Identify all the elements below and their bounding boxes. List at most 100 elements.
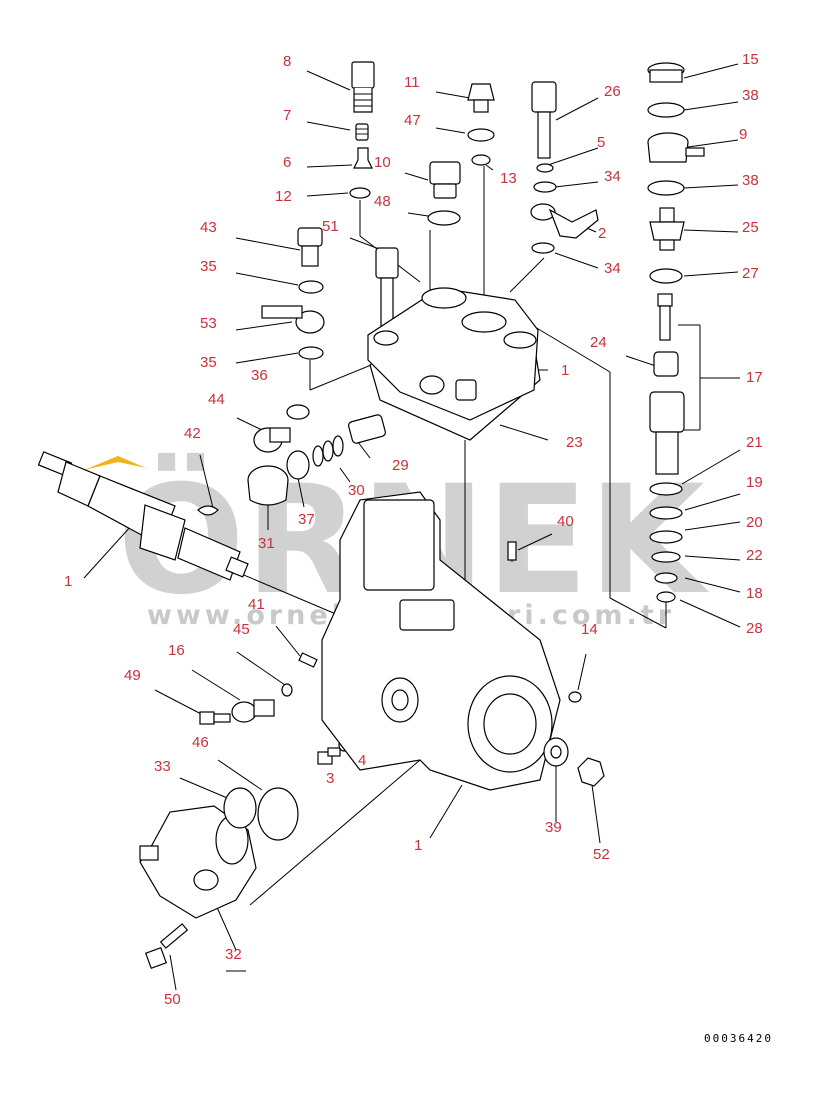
- part-28-washer-icon: [656, 591, 676, 603]
- part-45-o-ring-icon: [281, 683, 293, 697]
- callout-38a: 38: [742, 87, 759, 104]
- part-11-fitting-icon: [467, 83, 495, 113]
- callout-42: 42: [184, 425, 201, 442]
- callout-40: 40: [557, 513, 574, 530]
- part-5-o-ring-icon: [536, 163, 554, 173]
- callout-39: 39: [545, 819, 562, 836]
- part-drawings: [37, 61, 705, 970]
- callout-8: 8: [283, 53, 291, 70]
- callout-21: 21: [746, 434, 763, 451]
- part-9-banjo-icon: [647, 132, 705, 163]
- callout-53: 53: [200, 315, 217, 332]
- callout-31: 31: [258, 535, 275, 552]
- callout-16: 16: [168, 642, 185, 659]
- callout-20: 20: [746, 514, 763, 531]
- part-14-screw-icon: [568, 691, 582, 703]
- part-1-head-icon: [367, 287, 539, 421]
- callout-9: 9: [739, 126, 747, 143]
- part-13-washer-icon: [471, 154, 491, 166]
- part-47-o-ring-icon: [467, 128, 495, 142]
- part-16-plate-icon: [231, 699, 275, 723]
- callout-23: 23: [566, 434, 583, 451]
- part-31-cap-icon: [247, 465, 289, 506]
- part-15-cap-icon: [647, 62, 685, 83]
- callout-37: 37: [298, 511, 315, 528]
- callout-45: 45: [233, 621, 250, 638]
- callout-36: 36: [251, 367, 268, 384]
- part-35-washer-lower-icon: [298, 346, 324, 360]
- callout-18: 18: [746, 585, 763, 602]
- callout-35b: 35: [200, 354, 217, 371]
- part-39-seal-icon: [543, 737, 569, 767]
- callout-1b: 1: [64, 573, 72, 590]
- callout-2: 2: [598, 225, 606, 242]
- callout-35a: 35: [200, 258, 217, 275]
- part-12-gasket-icon: [349, 187, 371, 199]
- callout-11: 11: [404, 74, 420, 91]
- callout-1c: 1: [414, 837, 422, 854]
- part-44-plug-icon: [253, 427, 291, 453]
- part-19-o-ring-icon: [649, 506, 683, 520]
- part-34-washer-icon: [533, 181, 557, 193]
- part-3-bolt-icon: [317, 747, 341, 765]
- callout-24: 24: [590, 334, 607, 351]
- part-29-sleeve-icon: [348, 414, 386, 444]
- callout-10: 10: [374, 154, 391, 171]
- part-22-o-ring-icon: [651, 551, 681, 563]
- part-49-bolt-icon: [199, 711, 231, 725]
- callout-29: 29: [392, 457, 409, 474]
- part-38-gasket-icon: [647, 102, 685, 118]
- part-43-plug-icon: [297, 227, 323, 267]
- part-25-holder-icon: [649, 207, 685, 251]
- part-20-o-ring-icon: [649, 530, 683, 544]
- part-35-washer-icon: [298, 280, 324, 294]
- part-1-camshaft-icon: [37, 451, 249, 581]
- callout-14: 14: [581, 621, 598, 638]
- callout-1a: 1: [561, 362, 569, 379]
- callout-15: 15: [742, 51, 759, 68]
- callout-6: 6: [283, 154, 291, 171]
- callout-49: 49: [124, 667, 141, 684]
- callout-26: 26: [604, 83, 621, 100]
- callout-30: 30: [348, 482, 365, 499]
- part-6-delivery-valve-icon: [353, 147, 373, 169]
- part-26-banjo-bolt-icon: [531, 81, 557, 159]
- part-41-pin-icon: [298, 652, 318, 668]
- callout-7: 7: [283, 107, 291, 124]
- part-33-o-ring-large-icon: [257, 787, 299, 841]
- callout-3: 3: [326, 770, 334, 787]
- callout-28: 28: [746, 620, 763, 637]
- part-33-o-ring-small-icon: [223, 787, 257, 829]
- callout-41: 41: [248, 596, 265, 613]
- part-2-banjo-fitting-icon: [530, 203, 599, 239]
- callout-32: 32: [225, 946, 242, 963]
- part-37-seal-icon: [286, 450, 310, 480]
- part-27-o-ring-icon: [649, 268, 683, 284]
- part-52-nut-icon: [577, 757, 605, 787]
- callout-labels: 8 7 6 12 10 48 11 47 13 26 5 34 2 34 15 …: [64, 51, 763, 1008]
- callout-46: 46: [192, 734, 209, 751]
- callout-13: 13: [500, 170, 517, 187]
- callout-27: 27: [742, 265, 759, 282]
- part-8-valve-holder-icon: [351, 61, 375, 113]
- part-48-o-ring-icon: [427, 210, 461, 226]
- callout-19: 19: [746, 474, 763, 491]
- callout-12: 12: [275, 188, 292, 205]
- callout-43: 43: [200, 219, 217, 236]
- part-10-plug-icon: [429, 161, 461, 199]
- part-38-gasket-lower-icon: [647, 180, 685, 196]
- part-21-o-ring-icon: [649, 482, 683, 496]
- part-36-washer-icon: [286, 404, 310, 420]
- callout-34a: 34: [604, 168, 621, 185]
- callout-33: 33: [154, 758, 171, 775]
- callout-22: 22: [746, 547, 763, 564]
- part-18-o-ring-icon: [654, 572, 678, 584]
- part-53-banjo-icon: [261, 305, 325, 334]
- callout-34b: 34: [604, 260, 621, 277]
- part-1-pump-housing-icon: [321, 491, 561, 791]
- callout-48: 48: [374, 193, 391, 210]
- callout-4: 4: [358, 752, 366, 769]
- reference-number: 00036420: [704, 1032, 773, 1045]
- part-42-key-icon: [197, 505, 219, 516]
